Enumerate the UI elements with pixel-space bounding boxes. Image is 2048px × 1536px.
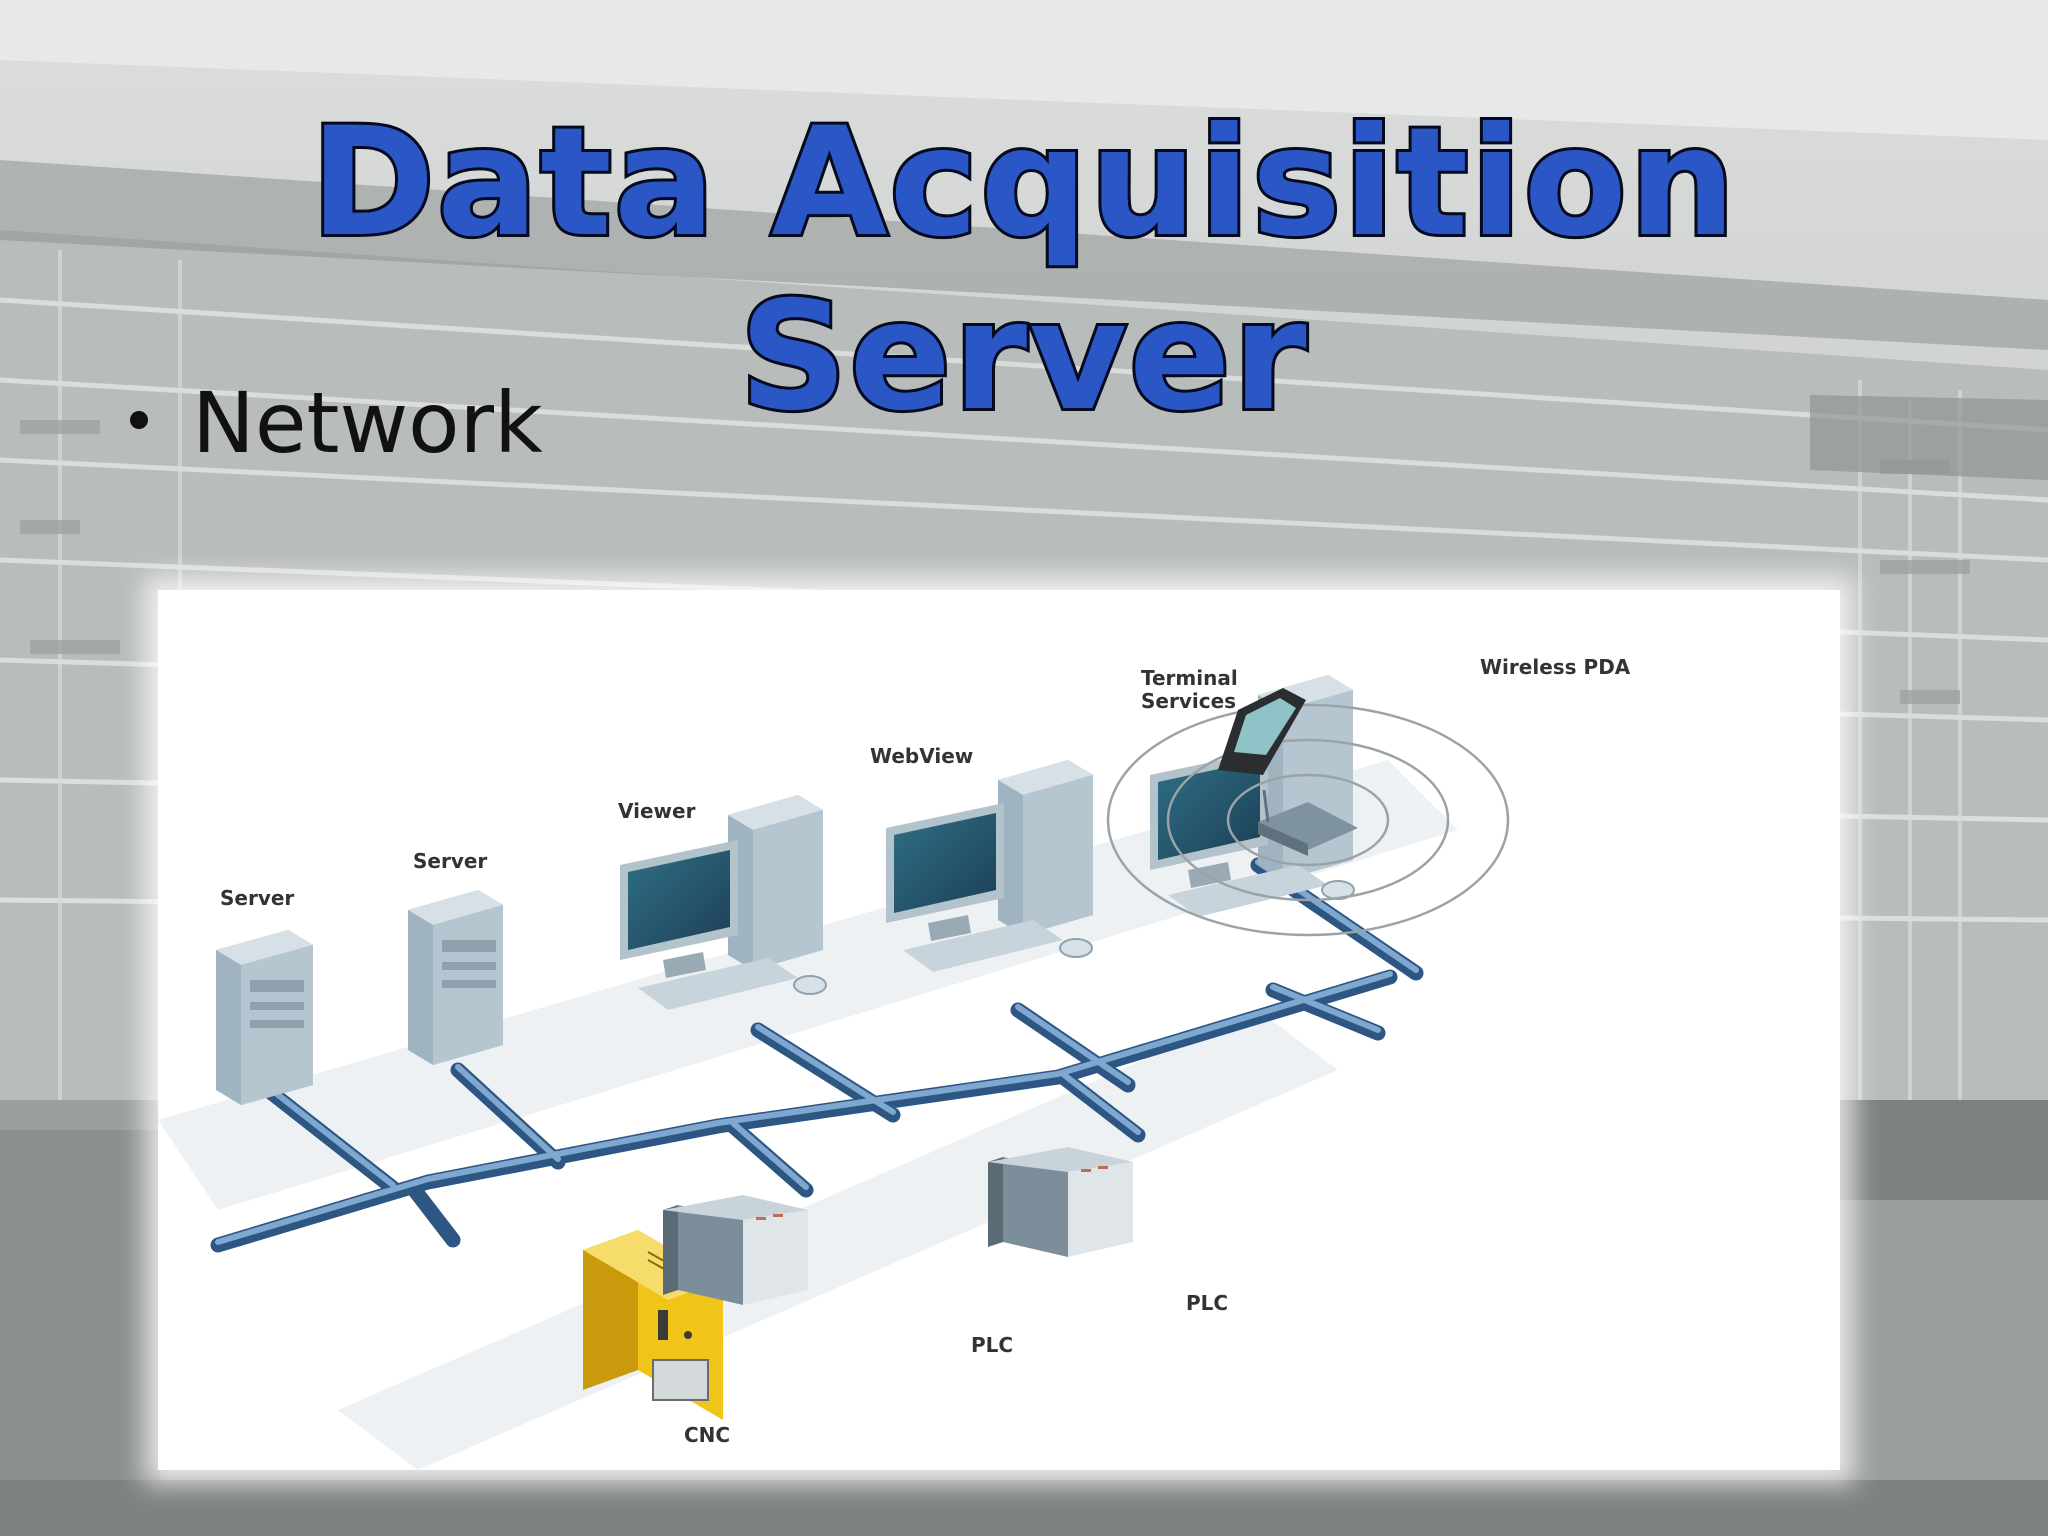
server-2-tower — [408, 890, 503, 1065]
label-webview: WebView — [870, 744, 973, 768]
label-terminal-line-2: Services — [1141, 689, 1236, 713]
label-server-2: Server — [413, 849, 487, 873]
label-server-1: Server — [220, 886, 294, 910]
webview-workstation — [886, 760, 1093, 972]
label-viewer: Viewer — [618, 799, 696, 823]
label-cnc: CNC — [684, 1423, 730, 1447]
drop-cable-cnc — [405, 1180, 461, 1248]
bullet-item: Network — [120, 368, 543, 478]
network-diagram-panel: Server Server Viewer WebView Terminal Se… — [158, 590, 1840, 1470]
slide-title: Data Acquisition Server — [307, 93, 1738, 447]
plc-1-rack — [663, 1195, 808, 1305]
network-diagram: Server Server Viewer WebView Terminal Se… — [158, 655, 1631, 1470]
label-plc-2: PLC — [1186, 1291, 1228, 1315]
bullet-list: Network — [120, 368, 543, 478]
bullet-text: Network — [192, 374, 543, 472]
bullet-dot — [130, 411, 148, 430]
server-1-tower — [216, 930, 313, 1105]
wireless-access-point — [1106, 703, 1510, 937]
wireless-pda — [1218, 688, 1306, 775]
label-wireless-pda: Wireless PDA — [1480, 655, 1631, 679]
label-plc-1: PLC — [971, 1333, 1013, 1357]
label-terminal-line-1: Terminal — [1141, 666, 1238, 690]
plc-2-rack — [988, 1147, 1133, 1257]
viewer-workstation — [620, 795, 827, 1010]
